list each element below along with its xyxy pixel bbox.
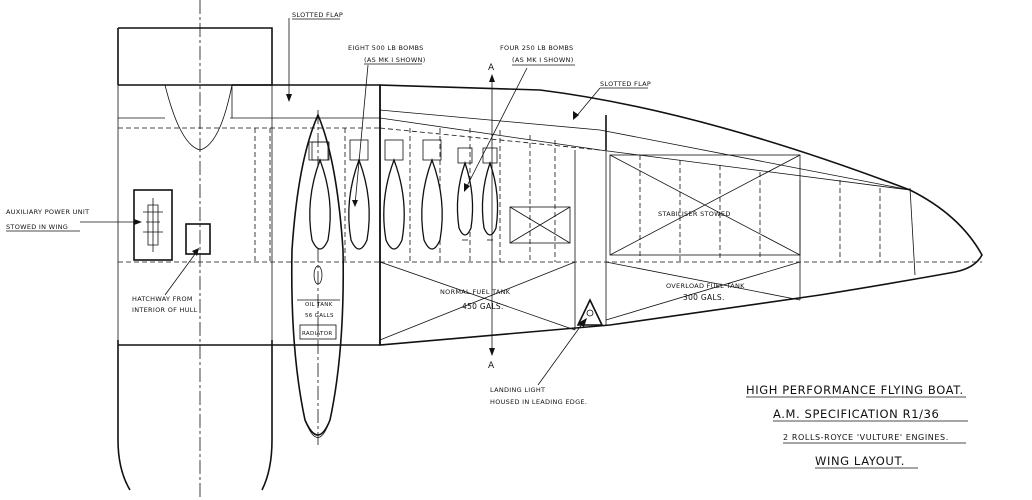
- label-bombs-500-1: EIGHT 500 LB BOMBS: [348, 44, 424, 52]
- drawing-labels: SLOTTED FLAP SLOTTED FLAP EIGHT 500 LB B…: [6, 11, 745, 406]
- label-overload-tank-1: OVERLOAD FUEL TANK: [666, 282, 745, 290]
- label-apu-2: STOWED IN WING: [6, 223, 68, 231]
- label-apu-1: AUXILIARY POWER UNIT: [6, 208, 89, 216]
- engine-nacelle: [290, 110, 345, 445]
- inner-wing-panel: [118, 84, 380, 346]
- label-overload-tank-2: 300 GALS.: [683, 293, 725, 302]
- label-oil-tank-1: OIL TANK: [305, 302, 333, 308]
- label-slotted-flap-outer: SLOTTED FLAP: [600, 80, 651, 88]
- label-landing-light-1: LANDING LIGHT: [490, 386, 545, 394]
- outer-wing: [379, 84, 983, 346]
- label-radiator: RADIATOR: [302, 331, 332, 337]
- section-label-top: A: [488, 63, 495, 73]
- label-hatchway-2: INTERIOR OF HULL: [132, 306, 198, 314]
- bombs-500lb: [309, 139, 443, 250]
- section-line-a-a: A A: [488, 63, 495, 371]
- title-line-2: A.M. SPECIFICATION R1/36: [773, 407, 939, 421]
- section-label-bottom: A: [488, 361, 495, 371]
- title-block: HIGH PERFORMANCE FLYING BOAT. A.M. SPECI…: [746, 383, 968, 469]
- label-normal-tank-1: NORMAL FUEL TANK: [440, 288, 511, 296]
- label-landing-light-2: HOUSED IN LEADING EDGE.: [490, 398, 587, 406]
- label-normal-tank-2: 450 GALS.: [462, 302, 504, 311]
- title-line-1: HIGH PERFORMANCE FLYING BOAT.: [746, 383, 964, 397]
- label-hatchway-1: HATCHWAY FROM: [132, 295, 193, 303]
- label-oil-tank-2: 56 GALLS: [305, 313, 334, 319]
- bombs-250lb: [456, 147, 499, 241]
- label-bombs-250-1: FOUR 250 LB BOMBS: [500, 44, 573, 52]
- title-line-4: WING LAYOUT.: [815, 454, 905, 468]
- leader-lines: [80, 18, 601, 386]
- label-bombs-250-2: (AS MK I SHOWN): [512, 56, 574, 64]
- label-stabiliser: STABILISER STOWED: [658, 210, 731, 218]
- label-slotted-flap-inner: SLOTTED FLAP: [292, 11, 343, 19]
- label-bombs-500-2: (AS MK I SHOWN): [364, 56, 426, 64]
- hull: [117, 0, 273, 500]
- title-line-3: 2 ROLLS-ROYCE 'VULTURE' ENGINES.: [783, 433, 949, 442]
